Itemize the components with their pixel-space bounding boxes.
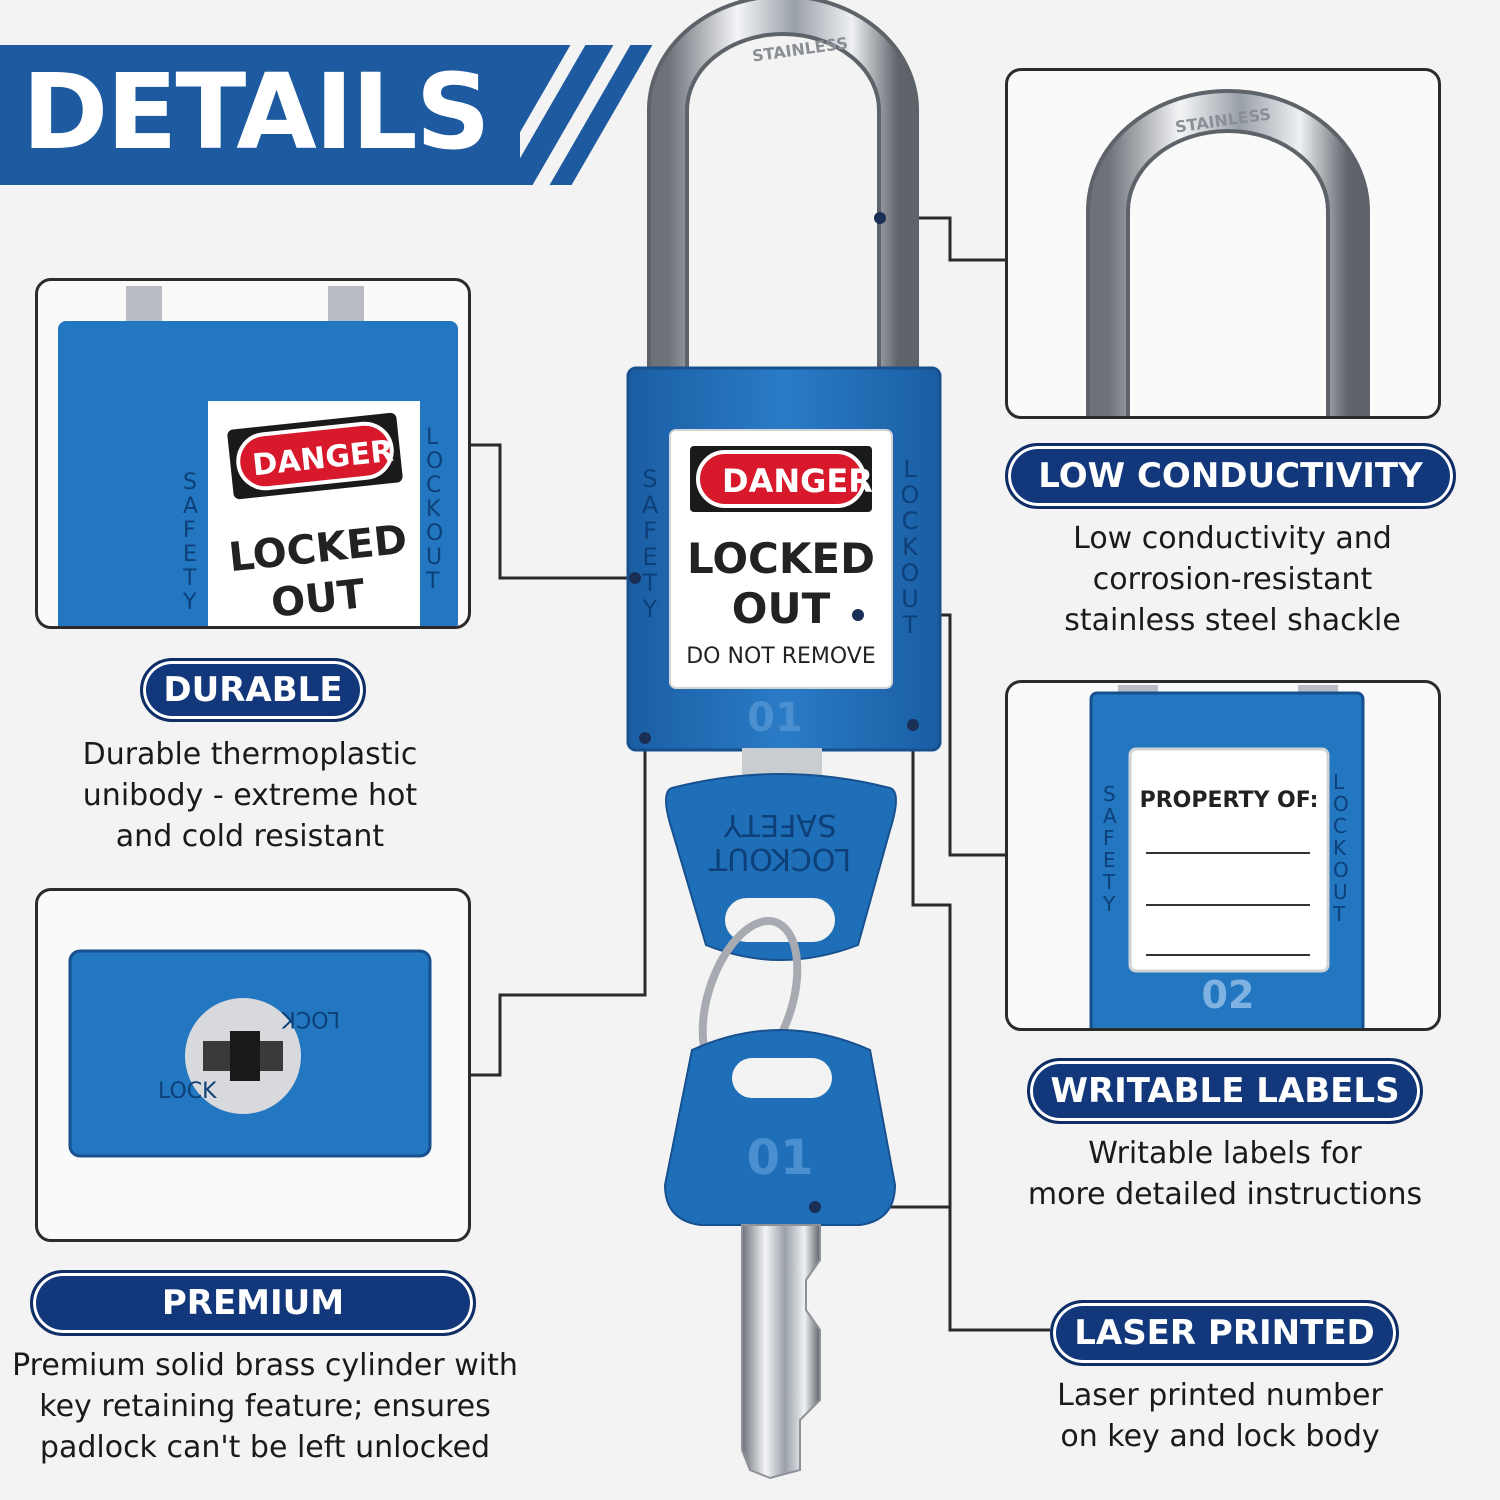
label-closeup-image	[1089, 685, 1365, 1028]
writable-labels-badge: WRITABLE LABELS	[1027, 1058, 1423, 1124]
property-of-text: PROPERTY OF:	[1139, 788, 1319, 813]
laser-printed-badge: LASER PRINTED	[1050, 1300, 1399, 1366]
low-conductivity-line: Low conductivity and	[1073, 521, 1392, 556]
shackle-photo-panel: STAINLESS	[1005, 68, 1441, 419]
low-conductivity-description: Low conductivity and corrosion-resistant…	[1010, 518, 1455, 641]
lock-body-number: 01	[747, 695, 803, 741]
cylinder-closeup-image	[68, 949, 432, 1158]
laser-printed-line: Laser printed number	[1057, 1378, 1383, 1413]
low-conductivity-line: corrosion-resistant	[1092, 562, 1373, 597]
callout-dot	[874, 212, 886, 224]
callout-dot	[907, 719, 919, 731]
premium-line: Premium solid brass cylinder with	[12, 1348, 518, 1383]
durable-side-left: SAFETY	[183, 470, 199, 615]
durable-photo-panel: DANGER LOCKED OUT SAFETY LOCKOUT	[35, 278, 471, 629]
do-not-remove-text: DO NOT REMOVE	[686, 644, 876, 669]
durable-line: Durable thermoplastic	[82, 737, 418, 772]
locked-text: LOCKED	[687, 534, 875, 583]
writable-labels-line: more detailed instructions	[1027, 1177, 1423, 1212]
premium-line: key retaining feature; ensures	[39, 1389, 491, 1424]
laser-printed-description: Laser printed number on key and lock bod…	[1010, 1375, 1430, 1457]
label-panel-side-right: LOCKOUT	[1333, 770, 1349, 926]
out-text: OUT	[731, 584, 831, 633]
durable-closeup-image	[58, 286, 458, 626]
durable-line: unibody - extreme hot	[82, 778, 418, 813]
premium-badge: PREMIUM	[30, 1270, 476, 1336]
label-photo-panel: PROPERTY OF: 02 SAFETY LOCKOUT	[1005, 680, 1441, 1031]
low-conductivity-line: stainless steel shackle	[1064, 603, 1401, 638]
callout-dot	[852, 609, 864, 621]
page-title: DETAILS	[22, 51, 491, 173]
callout-dot	[809, 1201, 821, 1213]
padlock-illustration	[626, 0, 942, 1480]
shackle-closeup-image	[1086, 89, 1370, 416]
premium-description: Premium solid brass cylinder with key re…	[10, 1345, 520, 1468]
callout-dot	[639, 732, 651, 744]
danger-label: DANGER	[722, 462, 873, 500]
cylinder-lock-label: LOCK	[158, 1079, 217, 1104]
durable-side-right: LOCKOUT	[426, 425, 444, 594]
label-panel-number: 02	[1201, 973, 1255, 1017]
label-panel-side-left: SAFETY	[1103, 782, 1117, 916]
cylinder-photo-panel: LOCK LOCK	[35, 888, 471, 1242]
laser-printed-line: on key and lock body	[1060, 1419, 1380, 1454]
callout-dot	[629, 572, 641, 584]
low-conductivity-badge: LOW CONDUCTIVITY	[1005, 443, 1456, 509]
side-text-right: LOCKOUT	[900, 455, 920, 639]
durable-description: Durable thermoplastic unibody - extreme …	[40, 734, 460, 857]
premium-line: padlock can't be left unlocked	[39, 1430, 491, 1465]
key-text-safety: SAFETY	[723, 807, 837, 842]
durable-line: and cold resistant	[115, 819, 385, 854]
key-text-lockout: LOCKOUT	[708, 841, 852, 876]
writable-labels-description: Writable labels for more detailed instru…	[1005, 1133, 1445, 1215]
cylinder-lock-label-top: LOCK	[281, 1006, 340, 1031]
side-text-left: SAFETY	[641, 465, 659, 623]
durable-badge: DURABLE	[140, 658, 366, 722]
key-number: 01	[746, 1130, 814, 1186]
writable-labels-line: Writable labels for	[1088, 1136, 1362, 1171]
header-banner	[0, 45, 520, 185]
